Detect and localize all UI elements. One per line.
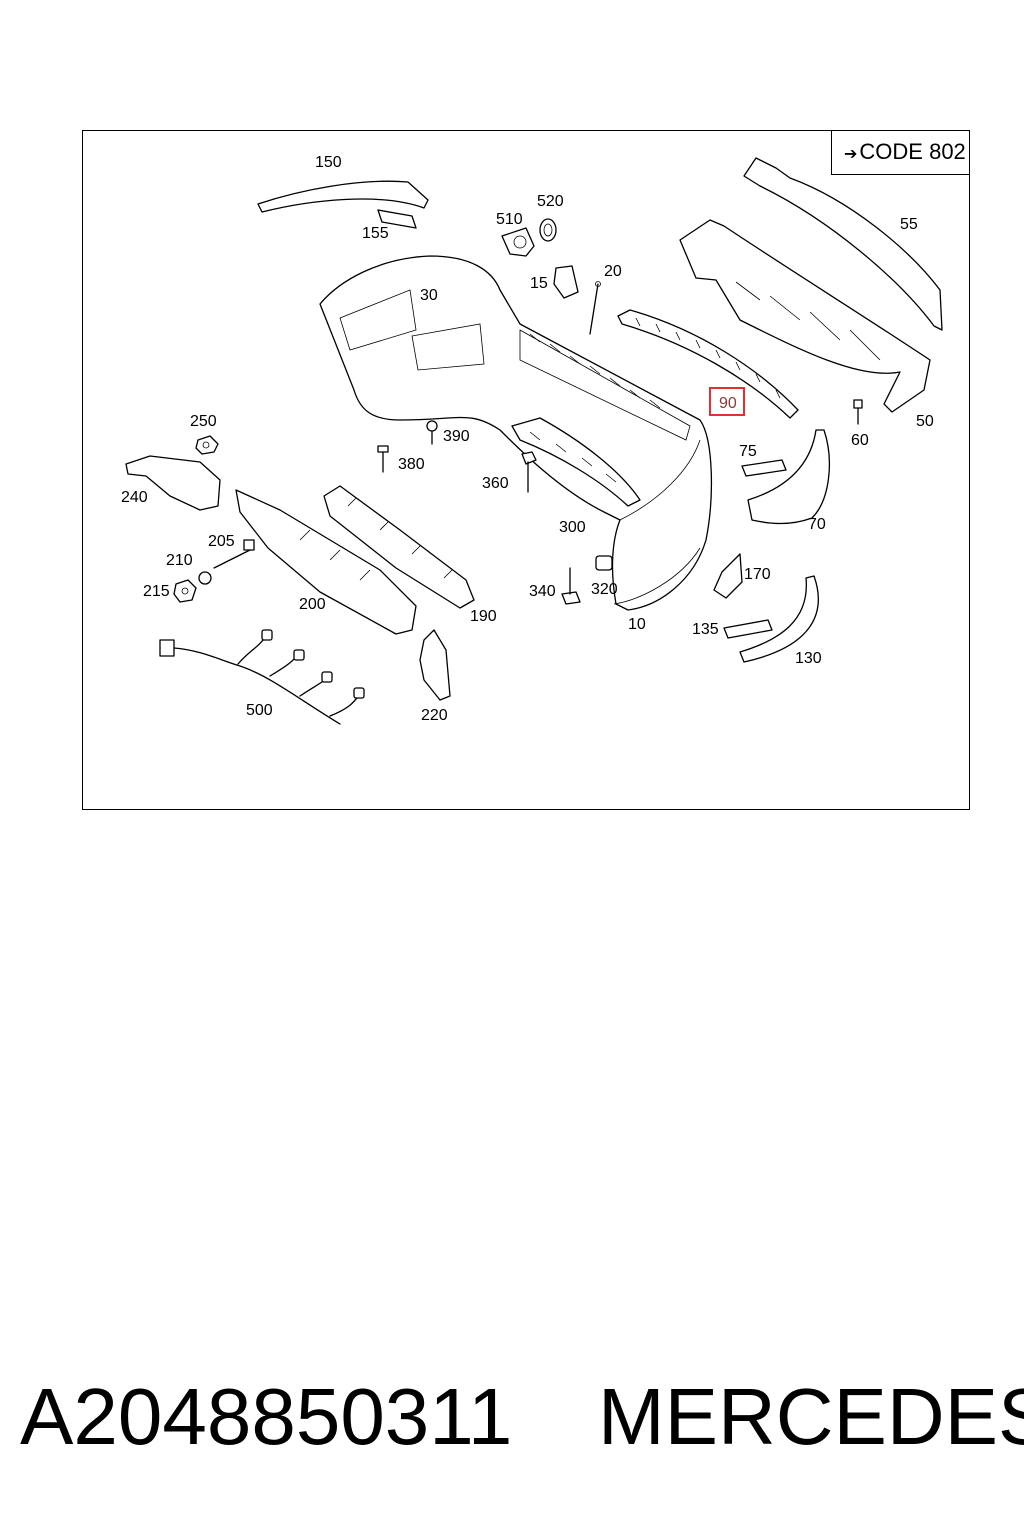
part-15-bracket[interactable] xyxy=(553,265,579,299)
part-60-bolt[interactable] xyxy=(853,399,863,425)
part-520-ring[interactable] xyxy=(539,218,557,242)
callout-170[interactable]: 170 xyxy=(744,566,771,583)
callout-300[interactable]: 300 xyxy=(559,519,586,536)
callout-510[interactable]: 510 xyxy=(496,211,523,228)
callout-55[interactable]: 55 xyxy=(900,216,918,233)
part-155-clip[interactable] xyxy=(377,209,417,229)
callout-75[interactable]: 75 xyxy=(739,443,757,460)
part-170-cover[interactable] xyxy=(713,553,743,599)
part-500-wiring-harness[interactable] xyxy=(159,629,365,725)
callout-200[interactable]: 200 xyxy=(299,596,326,613)
part-380-bolt[interactable] xyxy=(377,445,389,473)
part-70-trim[interactable] xyxy=(747,429,830,525)
part-20-rod[interactable] xyxy=(589,281,601,335)
part-240-bracket[interactable] xyxy=(125,455,221,511)
callout-30[interactable]: 30 xyxy=(420,287,438,304)
arrow-right-icon: ➔ xyxy=(844,146,858,163)
part-150-trim-strip[interactable] xyxy=(257,180,429,213)
part-130-strip[interactable] xyxy=(739,575,819,663)
callout-20[interactable]: 20 xyxy=(604,263,622,280)
callout-60[interactable]: 60 xyxy=(851,432,869,449)
callout-320[interactable]: 320 xyxy=(591,581,618,598)
part-250-nut[interactable] xyxy=(195,435,219,455)
callout-340[interactable]: 340 xyxy=(529,583,556,600)
callout-210[interactable]: 210 xyxy=(166,552,193,569)
highlight-box xyxy=(709,387,745,416)
callout-15[interactable]: 15 xyxy=(530,275,548,292)
part-360-screw[interactable] xyxy=(521,451,537,493)
part-300-guide[interactable] xyxy=(511,417,641,507)
callout-220[interactable]: 220 xyxy=(421,707,448,724)
part-190-support[interactable] xyxy=(323,485,475,609)
callout-70[interactable]: 70 xyxy=(808,516,826,533)
part-50-diffuser[interactable] xyxy=(679,219,931,413)
part-340-screw[interactable] xyxy=(561,567,581,605)
callout-150[interactable]: 150 xyxy=(315,154,342,171)
part-135-clip[interactable] xyxy=(723,619,773,639)
part-320-nut[interactable] xyxy=(595,555,613,571)
callout-520[interactable]: 520 xyxy=(537,193,564,210)
part-210-washer[interactable] xyxy=(198,571,212,585)
callout-190[interactable]: 190 xyxy=(470,608,497,625)
callout-50[interactable]: 50 xyxy=(916,413,934,430)
code-note: ➔CODE 802 xyxy=(831,130,970,175)
part-390-screw[interactable] xyxy=(426,420,438,445)
part-55-trim[interactable] xyxy=(743,157,943,331)
callout-135[interactable]: 135 xyxy=(692,621,719,638)
callout-250[interactable]: 250 xyxy=(190,413,217,430)
callout-90[interactable]: 90 xyxy=(719,395,737,412)
part-number: A2048850311 xyxy=(20,1372,513,1461)
code-label: CODE 802 xyxy=(859,139,966,164)
part-75-clip[interactable] xyxy=(741,459,787,477)
brand-name: MERCEDES xyxy=(598,1372,1024,1461)
part-90-diffuser-grid[interactable] xyxy=(617,309,799,419)
callout-360[interactable]: 360 xyxy=(482,475,509,492)
callout-380[interactable]: 380 xyxy=(398,456,425,473)
part-510-sensor[interactable] xyxy=(501,227,535,257)
part-10-lower-panel[interactable] xyxy=(613,547,701,605)
part-215-nut[interactable] xyxy=(173,579,197,603)
callout-130[interactable]: 130 xyxy=(795,650,822,667)
callout-240[interactable]: 240 xyxy=(121,489,148,506)
callout-390[interactable]: 390 xyxy=(443,428,470,445)
callout-215[interactable]: 215 xyxy=(143,583,170,600)
callout-155[interactable]: 155 xyxy=(362,225,389,242)
callout-205[interactable]: 205 xyxy=(208,533,235,550)
callout-10[interactable]: 10 xyxy=(628,616,646,633)
part-205-rod[interactable] xyxy=(213,539,255,569)
callout-500[interactable]: 500 xyxy=(246,702,273,719)
part-200-absorber[interactable] xyxy=(235,489,417,635)
part-220-bracket[interactable] xyxy=(419,629,451,701)
